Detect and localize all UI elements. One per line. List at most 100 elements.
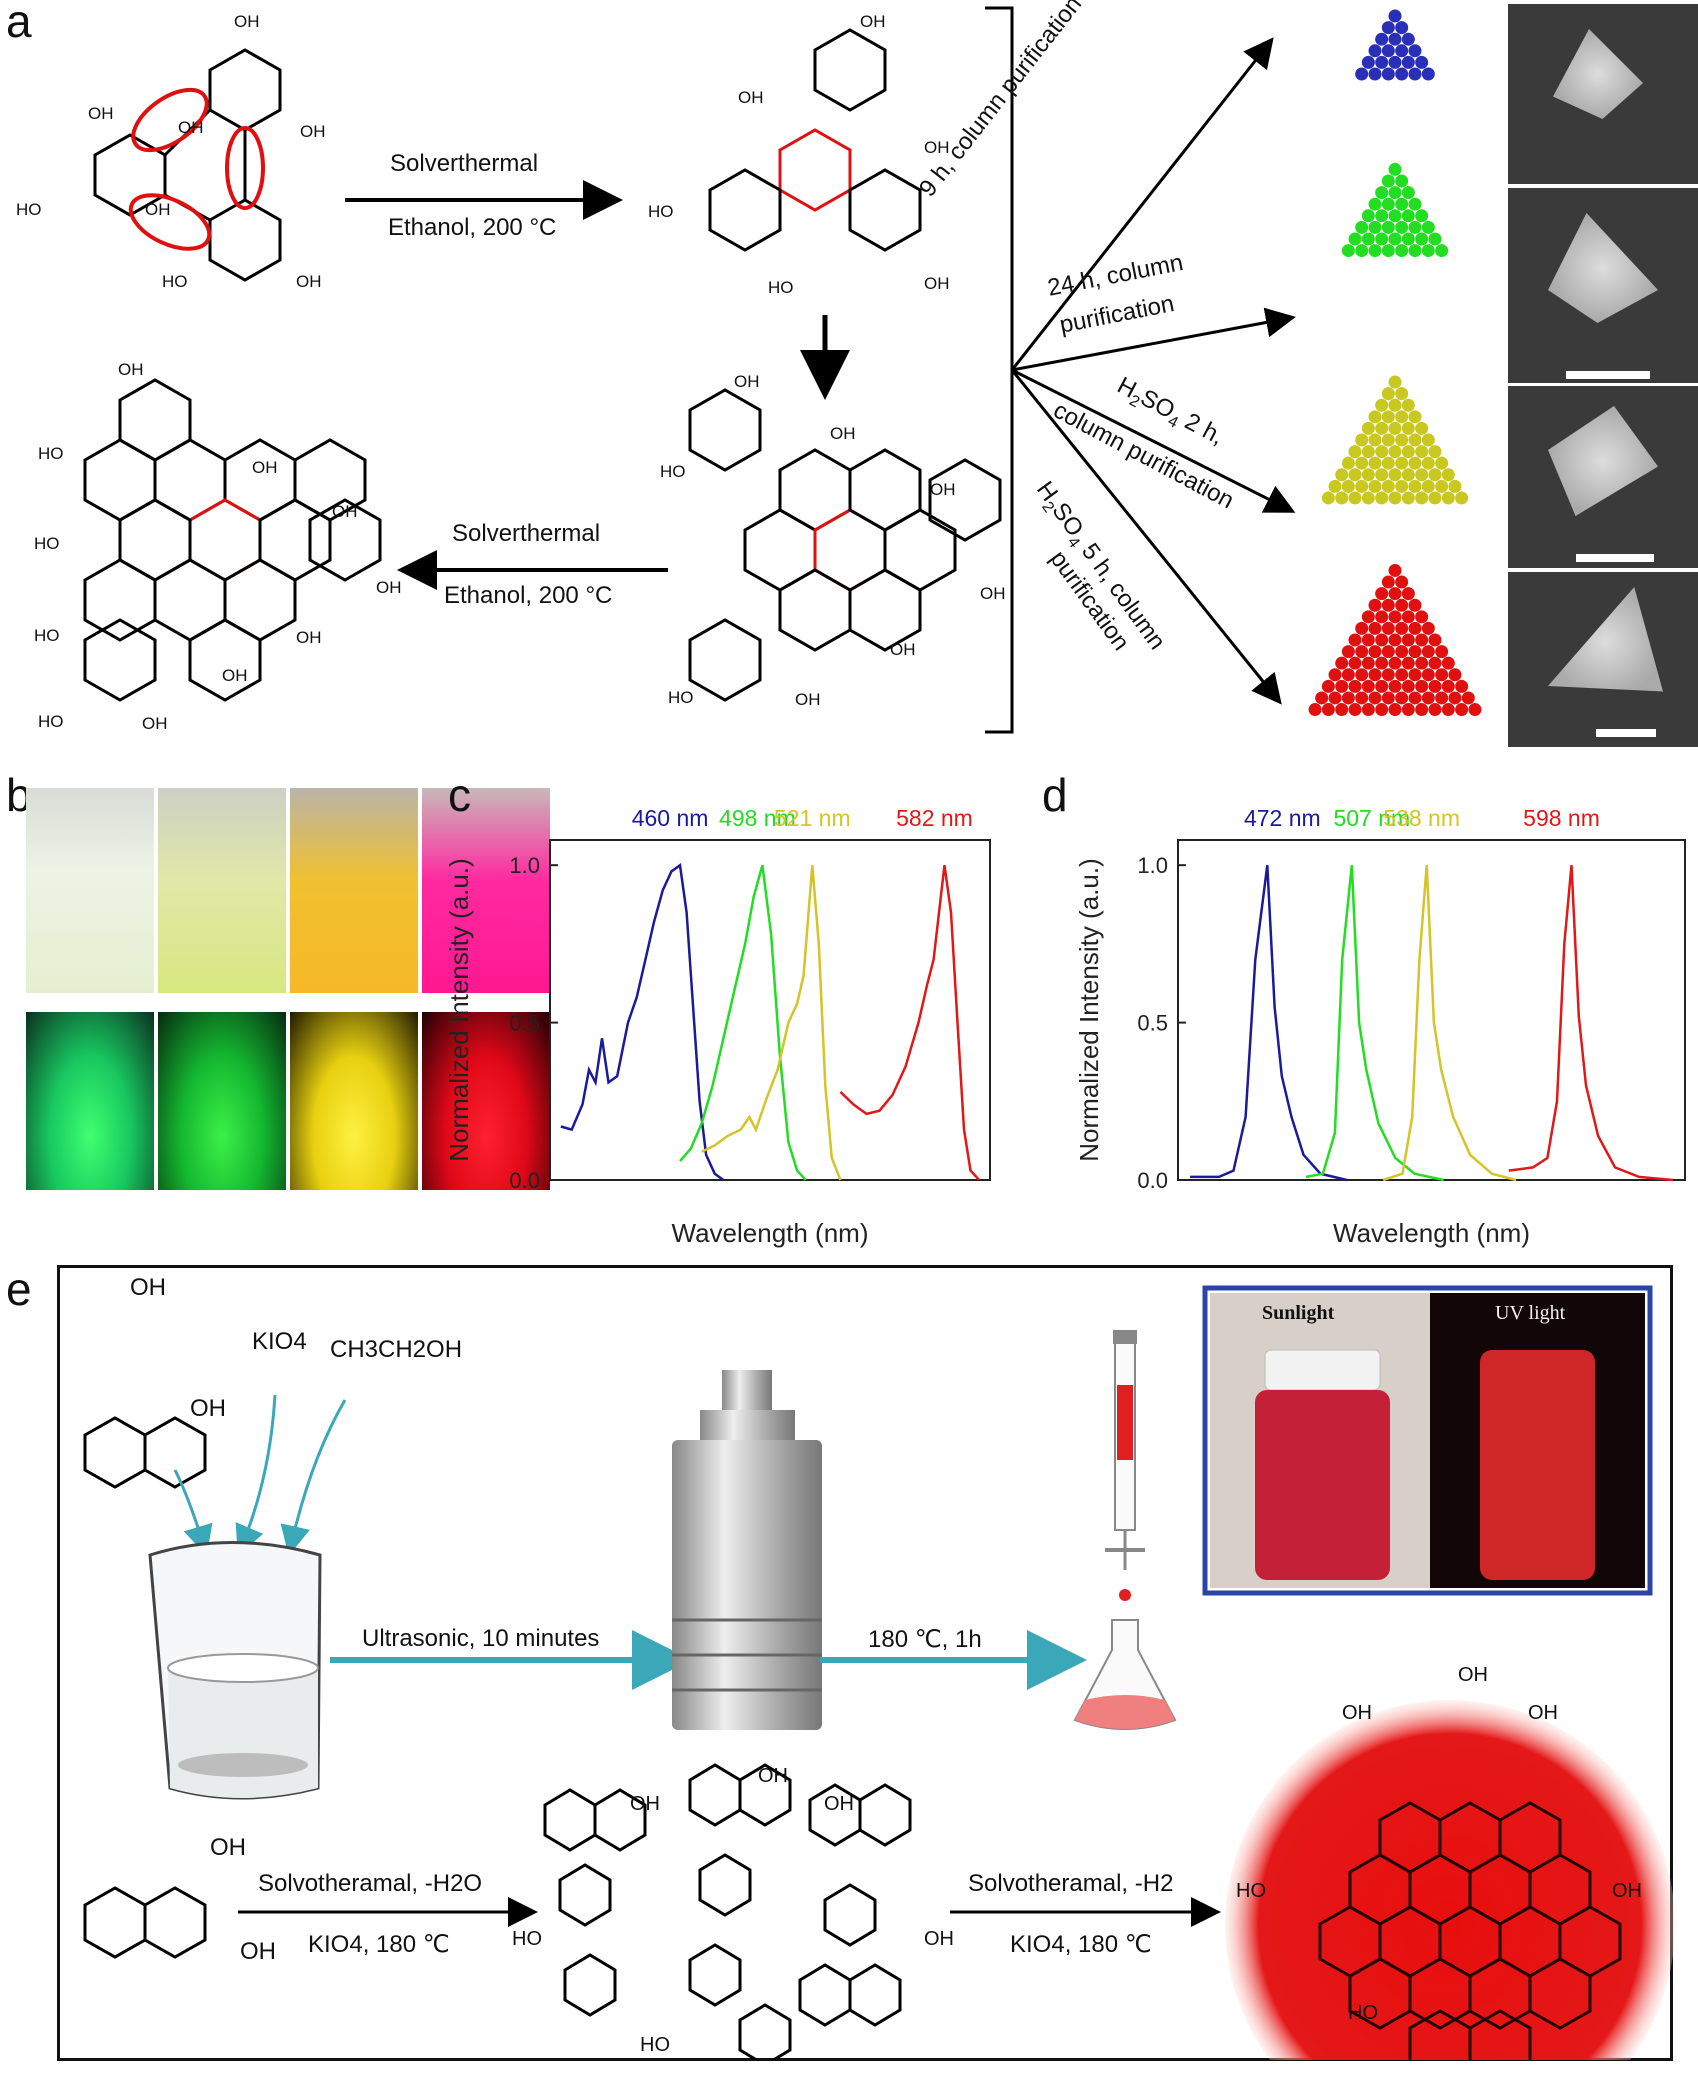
naphthalenediol-bottom [83, 1886, 207, 1959]
dot [1388, 468, 1402, 482]
dot [1401, 610, 1415, 624]
dot [1375, 491, 1389, 505]
dot [1395, 220, 1409, 234]
dot [1448, 691, 1462, 705]
dot [1361, 491, 1375, 505]
dot [1455, 679, 1469, 693]
dot [1388, 375, 1402, 389]
step-heat: 180 ℃, 1h [868, 1626, 982, 1653]
dot [1348, 232, 1362, 246]
photo-vials [1202, 1285, 1653, 1596]
dot [1401, 232, 1415, 246]
dot [1401, 209, 1415, 223]
dot [1321, 491, 1335, 505]
dot [1388, 587, 1402, 601]
dot [1395, 621, 1409, 635]
dot [1388, 421, 1402, 435]
scale-bar [1566, 371, 1650, 379]
series-line-498 [679, 864, 807, 1181]
panel-letter-d: d [1042, 769, 1068, 821]
dot [1395, 645, 1409, 659]
peak-label: 521 nm [774, 805, 851, 831]
x-axis-label: Wavelength (nm) [1333, 1218, 1530, 1248]
panel-e-frame [57, 1265, 1673, 2061]
branch-arrows [1010, 37, 1296, 705]
dot [1381, 67, 1395, 81]
dot [1381, 645, 1395, 659]
dot [1421, 691, 1435, 705]
peak-label: 538 nm [1383, 805, 1460, 831]
dot [1388, 445, 1402, 459]
dot [1395, 244, 1409, 258]
peak-label: 598 nm [1523, 805, 1600, 831]
tem-flake [1548, 213, 1658, 323]
beaker [148, 1541, 322, 1800]
dot [1381, 598, 1395, 612]
label-ho: HO [660, 462, 686, 481]
dot [1408, 244, 1422, 258]
dot [1388, 186, 1402, 200]
dot [1401, 55, 1415, 69]
tem-flake [1553, 29, 1643, 119]
dot [1408, 456, 1422, 470]
dot [1395, 575, 1409, 589]
monomer-molecule [93, 48, 282, 282]
flask-uv-1 [26, 1012, 154, 1190]
dot [1401, 421, 1415, 435]
dot [1381, 44, 1395, 58]
label-oh: OH [980, 584, 1006, 603]
dot-triangles [1308, 9, 1482, 717]
label-oh: OH [924, 138, 950, 157]
label-oh: OH [252, 458, 278, 477]
dot [1421, 67, 1435, 81]
dot [1335, 679, 1349, 693]
dot [1375, 398, 1389, 412]
dot [1341, 456, 1355, 470]
dot [1375, 32, 1389, 46]
series-line-472 [1190, 865, 1348, 1182]
dot [1408, 691, 1422, 705]
label-ho: HO [16, 200, 42, 219]
dot-triangle-4 [1308, 563, 1482, 717]
label-oh: OH [210, 1834, 246, 1861]
trimer-molecule [708, 28, 922, 252]
dot [1375, 703, 1389, 717]
label-oh: OH [240, 1938, 276, 1965]
dot [1408, 197, 1422, 211]
dot [1435, 691, 1449, 705]
dot [1381, 410, 1395, 424]
dot [1408, 44, 1422, 58]
dot [1415, 55, 1429, 69]
dot [1361, 209, 1375, 223]
dot [1435, 645, 1449, 659]
label-ho: HO [1236, 1880, 1266, 1902]
dot [1408, 645, 1422, 659]
dot [1375, 232, 1389, 246]
dot [1388, 32, 1402, 46]
flask-daylight-1 [26, 788, 154, 993]
dot [1361, 421, 1375, 435]
dot [1375, 587, 1389, 601]
dot [1381, 220, 1395, 234]
y-tick-label: 1.0 [509, 853, 540, 878]
dot [1435, 479, 1449, 493]
y-tick-label: 0.5 [509, 1011, 540, 1036]
tem-image-4 [1508, 572, 1698, 747]
tem-image-3 [1508, 386, 1698, 568]
series-line-521 [701, 865, 842, 1181]
dot [1341, 691, 1355, 705]
dot [1381, 575, 1395, 589]
label-oh: OH [758, 1765, 788, 1787]
dot [1415, 491, 1429, 505]
dot [1348, 445, 1362, 459]
dot [1468, 703, 1482, 717]
dot [1341, 668, 1355, 682]
dot [1308, 703, 1322, 717]
dot [1321, 703, 1335, 717]
rxn2-condition-top: Solvotheramal, -H2 [968, 1870, 1174, 1897]
dot [1395, 433, 1409, 447]
red-carbon-dot [1225, 1700, 1675, 2060]
rxn1-condition-bottom: KIO4, 180 ℃ [308, 1931, 450, 1958]
intermediate-oligomer [543, 1763, 912, 2060]
